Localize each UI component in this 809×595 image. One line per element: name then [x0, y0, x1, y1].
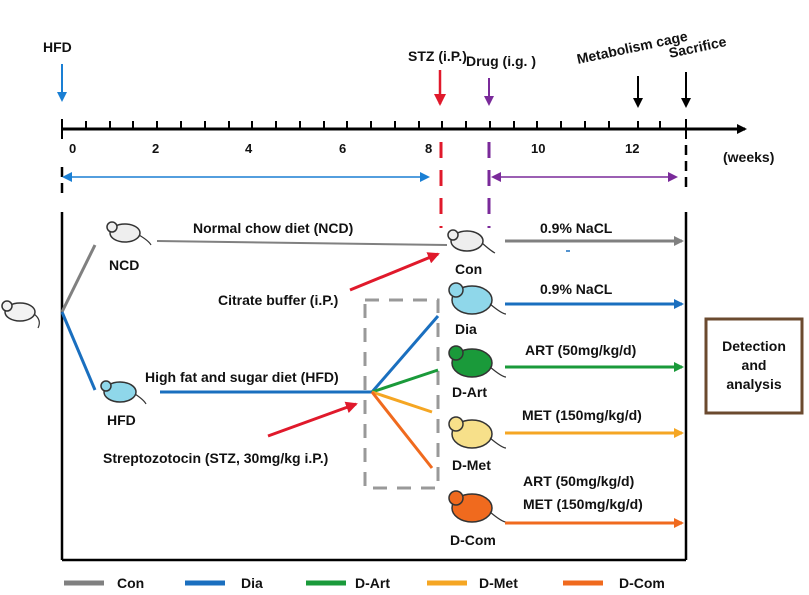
outcome-box	[704, 317, 804, 415]
randomization-dashed-box	[363, 298, 440, 490]
stz-injection-label: Streptozotocin (STZ, 30mg/kg i.P.)	[103, 450, 328, 466]
event-hfd-label: HFD	[43, 39, 72, 55]
tick-label-10: 10	[531, 141, 545, 156]
treatment-dcom-label-met: MET (150mg/kg/d)	[523, 496, 643, 512]
event-drug-label: Drug (i.g. )	[466, 53, 536, 69]
citrate-arrow	[349, 252, 440, 292]
axis-unit-label: (weeks)	[723, 149, 774, 165]
mouse-dmet-icon	[448, 416, 507, 449]
ncd-mouse-label: NCD	[109, 257, 139, 273]
hfd-mouse-label: HFD	[107, 412, 136, 428]
group-dia-label: Dia	[455, 321, 477, 337]
mouse-con-icon	[447, 229, 496, 254]
group-con-label: Con	[455, 261, 482, 277]
hfd-diet-label: High fat and sugar diet (HFD)	[145, 369, 339, 385]
event-stz-label: STZ (i.P.)	[408, 48, 467, 64]
treatment-dmet-label: MET (150mg/kg/d)	[522, 407, 642, 423]
legend-label-con: Con	[117, 575, 144, 591]
mouse-dia-icon	[448, 282, 507, 315]
split-dcom-line	[370, 391, 434, 469]
mouse-dcom-icon	[448, 490, 507, 523]
treatment-dcom-label-art: ART (50mg/kg/d)	[523, 473, 634, 489]
treatment-con-label: 0.9% NaCL	[540, 220, 613, 236]
group-dcom-label: D-Com	[450, 532, 496, 548]
split-dia-line	[370, 315, 440, 393]
outcome-label-line2: and	[742, 357, 767, 373]
split-dmet-line	[371, 390, 433, 414]
legend-label-dmet: D-Met	[479, 575, 518, 591]
treatment-dia-label: 0.9% NaCL	[540, 281, 613, 297]
mouse-origin-icon	[1, 300, 40, 329]
tick-label-12: 12	[625, 141, 639, 156]
tick-label-8: 8	[425, 141, 432, 156]
mouse-hfd-icon	[100, 380, 147, 405]
axis-ticks	[61, 119, 687, 139]
legend: Con Dia D-Art D-Met D-Com	[64, 575, 665, 591]
legend-label-dia: Dia	[241, 575, 263, 591]
tick-label-2: 2	[152, 141, 159, 156]
mouse-dart-icon	[448, 345, 507, 378]
ncd-diet-line	[156, 240, 448, 246]
tick-label-4: 4	[245, 141, 253, 156]
stz-injection-arrow	[267, 401, 358, 438]
mouse-ncd-icon	[106, 221, 152, 246]
legend-label-dcom: D-Com	[619, 575, 665, 591]
branch-hfd-line	[60, 311, 97, 391]
legend-label-dart: D-Art	[355, 575, 390, 591]
tick-label-6: 6	[339, 141, 346, 156]
ncd-diet-label: Normal chow diet (NCD)	[193, 220, 353, 236]
outcome-label-line1: Detection	[722, 338, 786, 354]
branch-ncd-line	[60, 244, 97, 313]
timeline-axis: 0 2 4 6 8 10 12 (weeks)	[61, 119, 774, 165]
tick-label-0: 0	[69, 141, 76, 156]
treatment-dart-label: ART (50mg/kg/d)	[525, 342, 636, 358]
split-dart-line	[371, 368, 439, 394]
group-dmet-label: D-Met	[452, 457, 491, 473]
outcome-label-line3: analysis	[726, 376, 781, 392]
citrate-label: Citrate buffer (i.P.)	[218, 292, 338, 308]
group-dart-label: D-Art	[452, 384, 487, 400]
